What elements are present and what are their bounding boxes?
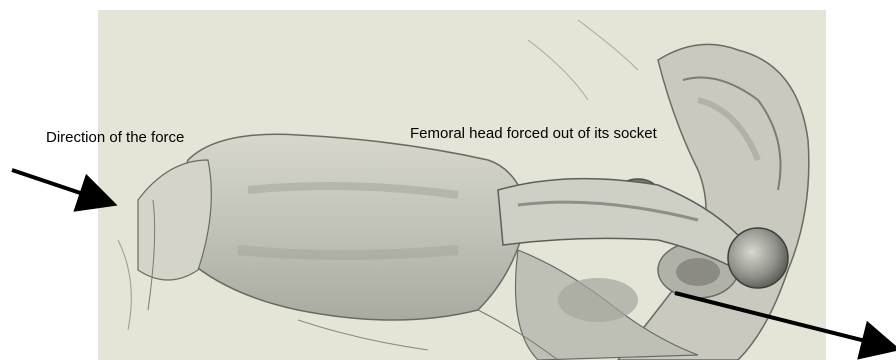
force-arrow-icon: [12, 170, 110, 203]
pointer-arrow-icon: [675, 293, 893, 348]
